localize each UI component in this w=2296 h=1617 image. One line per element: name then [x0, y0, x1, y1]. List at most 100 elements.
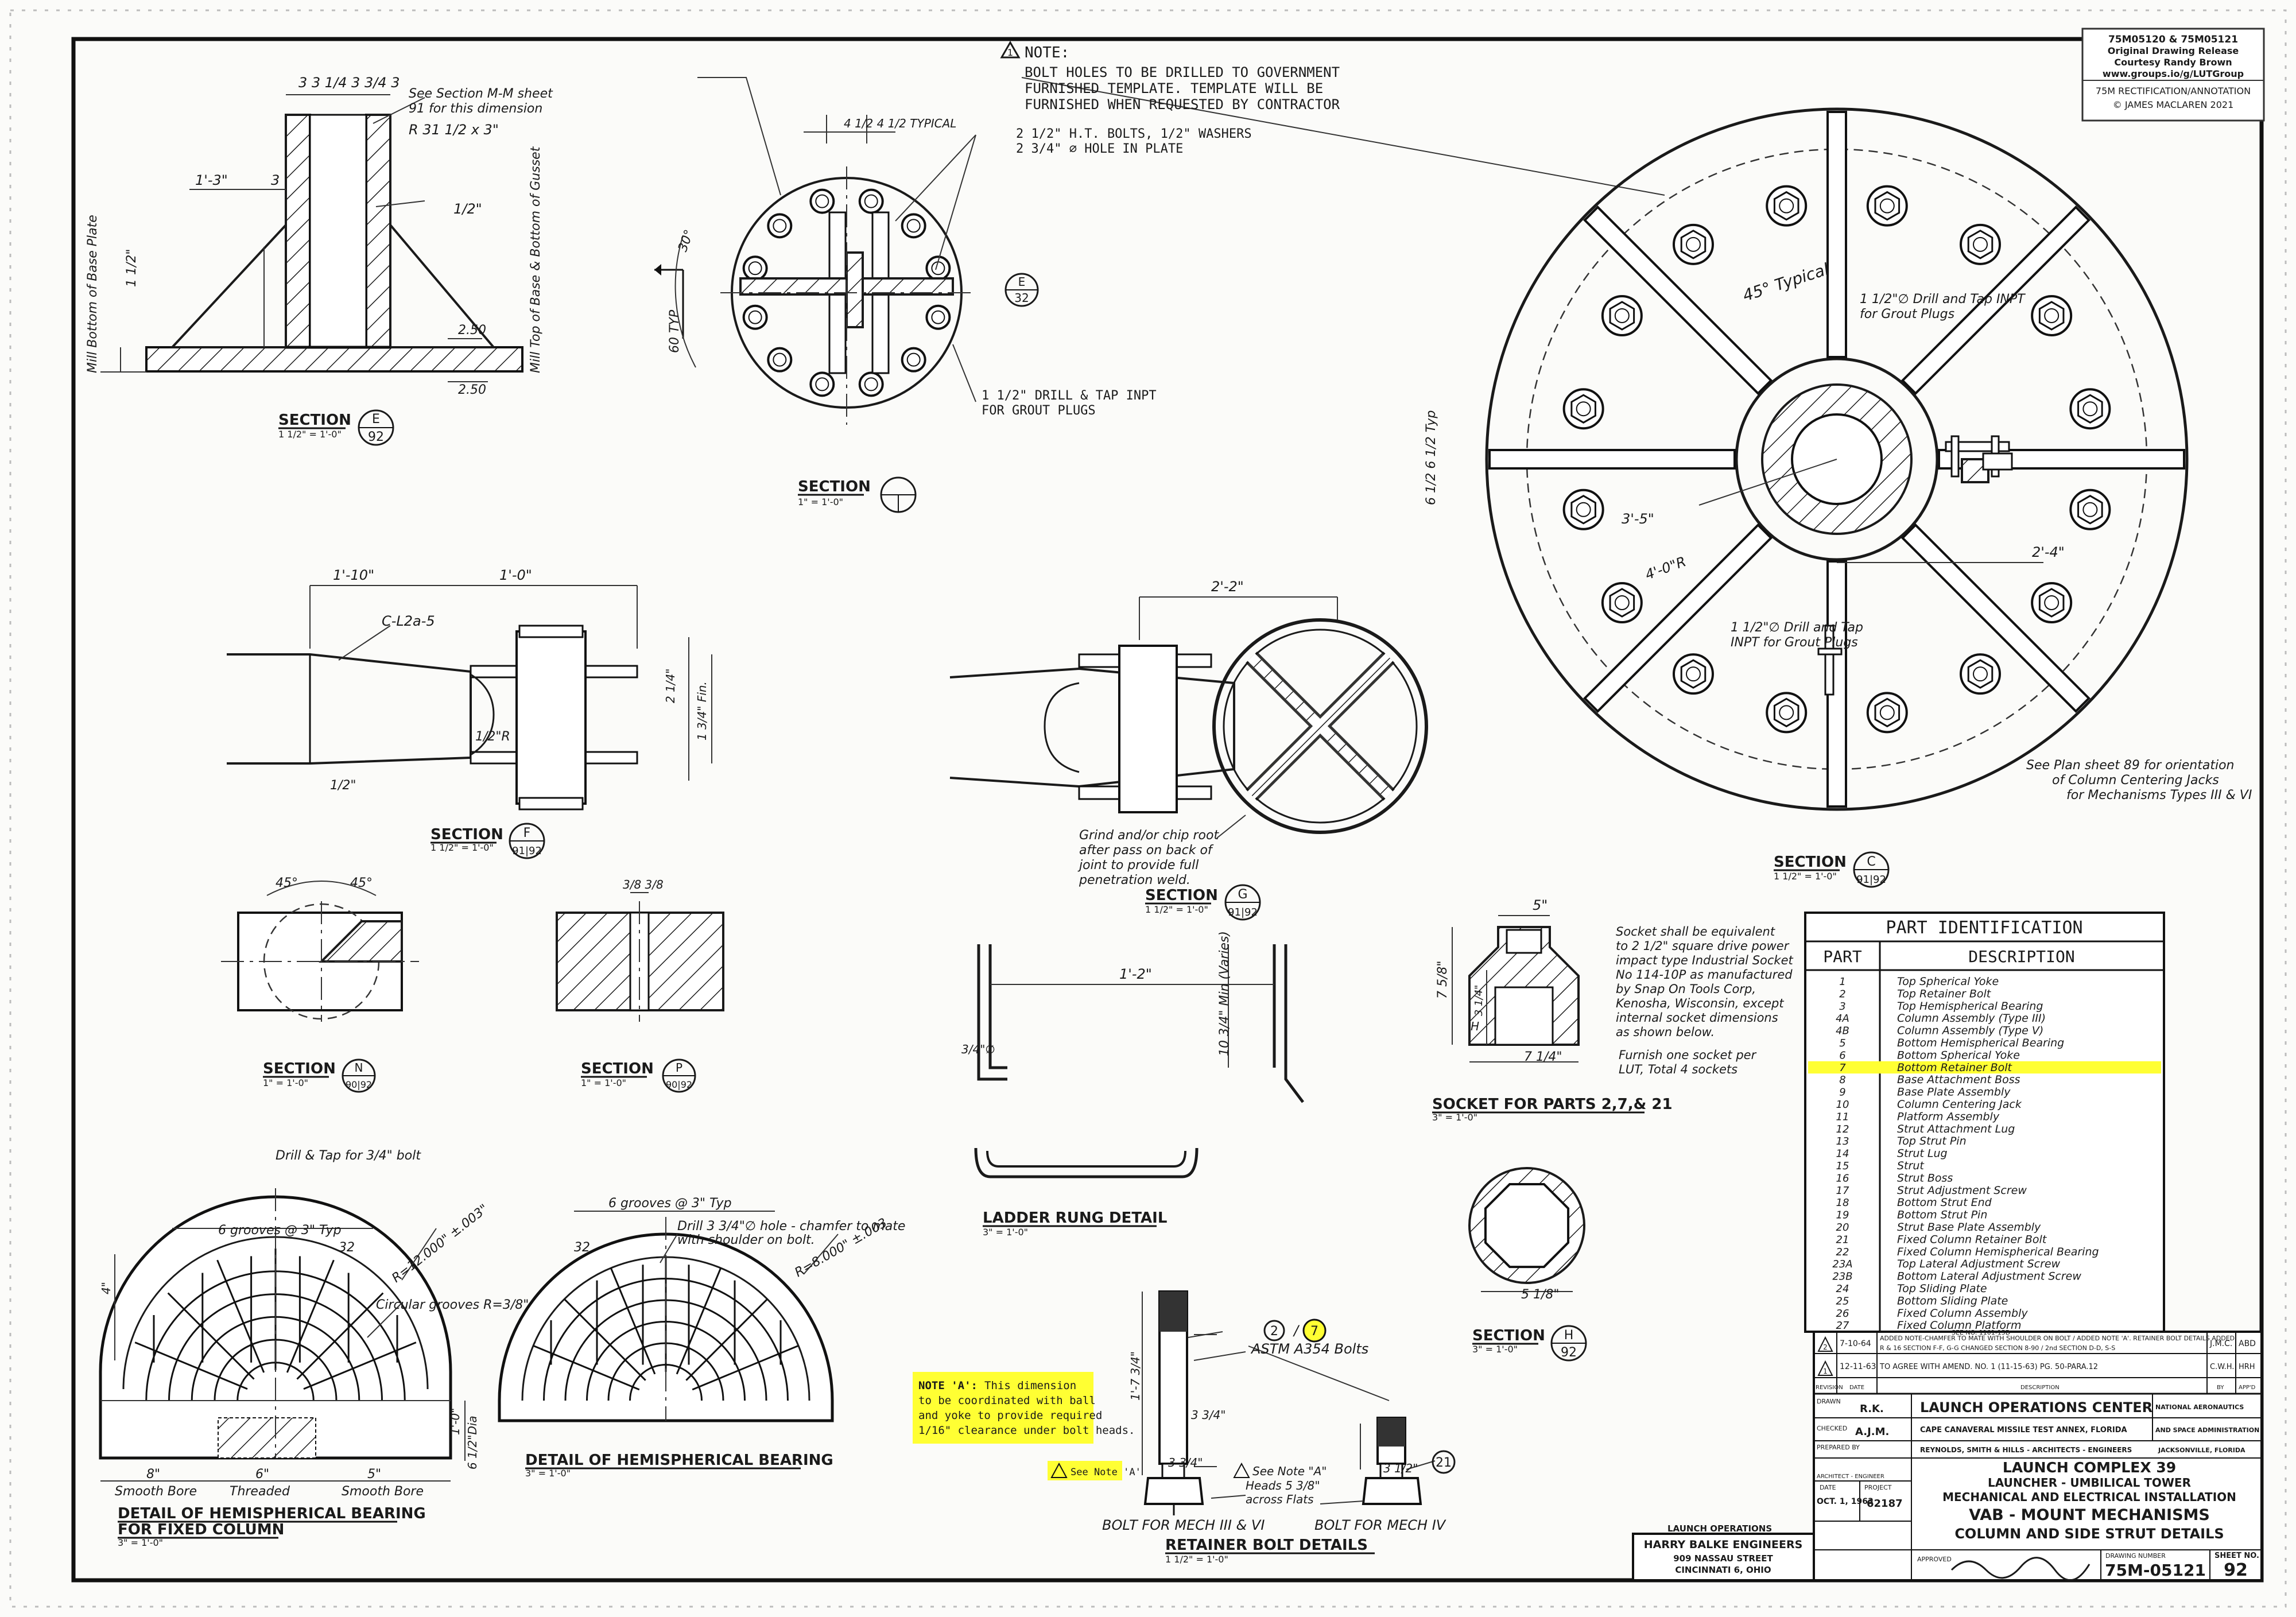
- hemi-fixed-scale: 3" = 1'-0": [118, 1537, 163, 1548]
- note-a-title: NOTE 'A':: [918, 1379, 978, 1392]
- tb-title-2: LAUNCHER - UMBILICAL TOWER: [1988, 1476, 2191, 1490]
- plate-dim-v: 60 TYP: [668, 309, 682, 353]
- tb-rsm-loc: JACKSONVILLE, FLORIDA: [2158, 1447, 2245, 1454]
- section-c-see-1: See Plan sheet 89 for orientation: [2026, 758, 2235, 773]
- parts-row-number: 25: [1836, 1295, 1849, 1307]
- hemi-bearing-drill-2: with shoulder on bolt.: [677, 1233, 815, 1247]
- hdr-rev: REVISION: [1816, 1385, 1843, 1391]
- hemi-bearing-dim-32: 32: [574, 1240, 590, 1255]
- section-c-drill-1: 1 1/2"∅ Drill and Tap INPT: [1860, 292, 2026, 307]
- tb-dwg-label: DRAWING NUMBER: [2105, 1552, 2166, 1560]
- parts-row-number: 14: [1836, 1148, 1849, 1160]
- socket-bore: [1484, 1182, 1570, 1269]
- section-n-letter: N: [355, 1061, 363, 1075]
- section-f-radius: 1/2"R: [475, 730, 510, 744]
- parts-row-number: 3: [1839, 1001, 1845, 1013]
- parts-row-description: Column Centering Jack: [1897, 1098, 2022, 1111]
- section-n-angle-2: 45°: [350, 876, 373, 890]
- socket-dim-h: H: [1471, 1019, 1479, 1033]
- parts-row-description: Top Strut Pin: [1897, 1135, 1967, 1147]
- tb-title-4: VAB - MOUNT MECHANISMS: [1969, 1506, 2210, 1524]
- retainer-bolt-2: BOLT FOR MECH IV: [1314, 1517, 1446, 1533]
- tb-sheet: 92: [2224, 1560, 2248, 1580]
- plate-section-title: SECTION: [798, 478, 871, 495]
- parts-row-number: 23B: [1832, 1271, 1852, 1283]
- credits-line-2: Original Drawing Release: [2108, 45, 2239, 56]
- parts-row-description: Base Attachment Boss: [1897, 1073, 2020, 1086]
- parts-col-part: PART: [1823, 947, 1862, 966]
- parts-row-description: Top Retainer Bolt: [1897, 987, 1992, 1000]
- plate-section-scale: 1" = 1'-0": [798, 497, 843, 507]
- parts-row-number: 4B: [1836, 1025, 1849, 1037]
- parts-row-description: Fixed Column Platform: [1897, 1319, 2022, 1332]
- retainer-scale: 1 1/2" = 1'-0": [1165, 1554, 1228, 1565]
- hemi-bearing-grooves: 6 grooves @ 3" Typ: [608, 1196, 732, 1211]
- plate-note-label: NOTE:: [1025, 44, 1069, 61]
- consultant-line-3: CINCINNATI 6, OHIO: [1675, 1565, 1771, 1575]
- section-plate-view: 1 NOTE: BOLT HOLES TO BE DRILLED TO GOVE…: [654, 40, 1665, 513]
- section-h-sheet: 92: [1561, 1345, 1577, 1360]
- section-n-sheet: 90|92: [346, 1079, 372, 1090]
- parts-row-description: Bottom Strut Pin: [1897, 1209, 1987, 1222]
- tb-checked-label: CHECKED: [1817, 1425, 1847, 1432]
- plate-note-line-1: BOLT HOLES TO BE DRILLED TO GOVERNMENT: [1025, 64, 1340, 80]
- parts-row-description: Top Lateral Adjustment Screw: [1897, 1258, 2061, 1270]
- section-f-dim-v1: 2 1/4": [664, 669, 677, 703]
- hemi-fixed-title-2: FOR FIXED COLUMN: [118, 1521, 284, 1538]
- tb-dwg: 75M-05121: [2105, 1561, 2206, 1580]
- plate-bolts-1: 2 1/2" H.T. BOLTS, 1/2" WASHERS: [1016, 127, 1252, 141]
- parts-row-description: Strut Lug: [1897, 1147, 1948, 1160]
- note-a-box: NOTE 'A': This dimension to be coordinat…: [913, 1372, 1135, 1444]
- tb-center: LAUNCH OPERATIONS CENTER: [1920, 1399, 2152, 1416]
- parts-row-highlight: [1808, 1061, 2161, 1074]
- retainer-part-7-highlight: [1302, 1319, 1327, 1343]
- see-note-a-label: See Note 'A': [1071, 1467, 1141, 1478]
- section-n-title: SECTION: [263, 1060, 336, 1077]
- ladder-title: LADDER RUNG DETAIL: [983, 1209, 1167, 1227]
- tb-sheet-label: SHEET NO.: [2214, 1552, 2259, 1560]
- retainer-dim-3: 3 3/4": [1168, 1456, 1203, 1469]
- parts-row-number: 4A: [1836, 1013, 1849, 1025]
- parts-row-number: 10: [1836, 1099, 1849, 1111]
- tb-title-5: COLUMN AND SIDE STRUT DETAILS: [1954, 1526, 2224, 1542]
- bolt-hole: [858, 371, 884, 397]
- section-e-scale: 1 1/2" = 1'-0": [278, 429, 342, 440]
- ladder-rung-view: 1'-2" 3/4"∅ 10 3/4" Min (Varies) LADDER …: [961, 931, 1304, 1238]
- socket-note-7: internal socket dimensions: [1616, 1011, 1778, 1025]
- consultant-line-1: HARRY BALKE ENGINEERS: [1644, 1538, 1803, 1551]
- gusset-rib: [1901, 523, 2091, 713]
- section-e-weld: 1/2": [453, 201, 482, 217]
- section-g-note-4: penetration weld.: [1079, 873, 1190, 887]
- tb-nasa-2: AND SPACE ADMINISTRATION: [2155, 1426, 2259, 1434]
- section-h-view: 5 1/8" SECTION H 92 3" = 1'-0": [1468, 1167, 1587, 1362]
- socket-note-2: to 2 1/2" square drive power: [1616, 939, 1790, 953]
- socket-note-5: by Snap On Tools Corp,: [1616, 982, 1756, 996]
- ladder-dim-34: 3/4"∅: [961, 1042, 995, 1056]
- bolt-hole: [901, 347, 926, 373]
- retainer-part-7: 7: [1310, 1324, 1318, 1339]
- hemi-fixed-b3: 5": [367, 1467, 381, 1482]
- section-e-sheet: 92: [368, 430, 384, 444]
- hemi-fixed-grooves: 6 grooves @ 3" Typ: [218, 1223, 342, 1238]
- section-h-letter: H: [1564, 1328, 1574, 1343]
- ladder-scale: 3" = 1'-0": [983, 1227, 1028, 1238]
- hemi-bearing-title: DETAIL OF HEMISPHERICAL BEARING: [525, 1452, 833, 1469]
- section-p-letter: P: [676, 1061, 682, 1075]
- socket-dim-34: 3 1/4": [1473, 985, 1485, 1016]
- section-e-dim-250b: 2.50: [458, 383, 486, 397]
- section-f-weld: C-L2a-5: [382, 613, 435, 629]
- rev3-by: C.W.H.: [2210, 1363, 2234, 1371]
- socket-note-3: impact type Industrial Socket: [1616, 953, 1794, 967]
- section-c-dim-24: 2'-4": [2032, 544, 2065, 560]
- section-c-sheet: 91|92: [1856, 874, 1886, 886]
- parts-row-number: 23A: [1832, 1258, 1852, 1270]
- credits-line-6: © JAMES MACLAREN 2021: [2113, 99, 2234, 110]
- section-c-scale: 1 1/2" = 1'-0": [1774, 871, 1837, 882]
- rev2-desc: R & 16 SECTION F-F, G-G CHANGED SECTION …: [1880, 1344, 2115, 1352]
- parts-row-number: 17: [1836, 1185, 1849, 1197]
- ladder-dim-10: 10 3/4" Min (Varies): [1217, 931, 1232, 1056]
- parts-row-number: 15: [1836, 1160, 1849, 1172]
- hemi-fixed-l2: Threaded: [230, 1484, 290, 1499]
- parts-title: PART IDENTIFICATION: [1886, 918, 2082, 938]
- parts-row-description: Top Hemispherical Bearing: [1897, 1000, 2043, 1013]
